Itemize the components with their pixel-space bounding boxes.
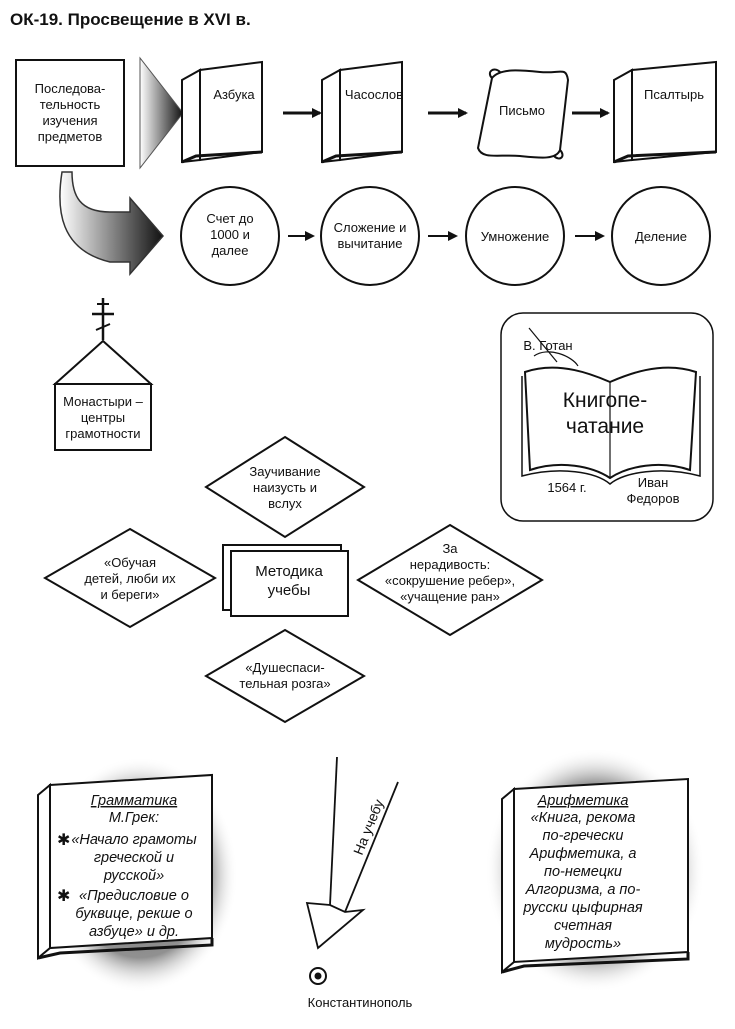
book-azbuka: Азбука xyxy=(181,60,263,164)
page-title: ОК-19. Просвещение в XVI в. xyxy=(10,10,251,29)
diamond-bottom-line-1: «Душеспаси- xyxy=(245,660,324,675)
arrow-to-constantinople: На учебу xyxy=(305,756,399,950)
circle-addition: Сложение и вычитание xyxy=(320,186,420,286)
grammar-line-6: азбуце» и др. xyxy=(89,924,179,940)
diamond-right-line-3: «сокрушение ребер», xyxy=(385,573,515,588)
book-label-1: Азбука xyxy=(213,87,255,102)
monastery-line-3: грамотности xyxy=(65,426,140,441)
city-label: Константинополь xyxy=(308,995,413,1010)
book-chasoslov: Часослов xyxy=(321,60,403,164)
printing-name-1: Иван xyxy=(638,475,669,490)
diamond-right-line-2: нерадивость: xyxy=(410,557,491,572)
arithmetic-line-3: Арифметика, а xyxy=(529,846,637,862)
sequence-box: Последова- тельность изучения предметов xyxy=(15,59,125,167)
sequence-line-1: Последова- xyxy=(35,81,106,96)
arithmetic-line-4: по-немецки xyxy=(544,864,622,880)
method-title-2: учебы xyxy=(268,582,311,599)
grammar-book: Грамматика М.Грек: ✱ «Начало грамоты гре… xyxy=(37,757,238,993)
diamond-left-line-2: детей, люби их xyxy=(84,571,176,586)
constantinople-marker: Константинополь xyxy=(308,967,413,1010)
diamond-top-line-2: наизусть и xyxy=(253,480,317,495)
book-label-4: Псалтырь xyxy=(644,87,704,102)
arithmetic-line-5: Алгоризма, а по- xyxy=(525,882,641,898)
bullet-2: ✱ xyxy=(57,888,70,905)
printing-year: 1564 г. xyxy=(547,480,586,495)
grammar-title: Грамматика xyxy=(91,793,177,809)
printing-name-2: Федоров xyxy=(626,491,679,506)
diamond-bottom: «Душеспаси- тельная розга» xyxy=(204,628,366,724)
crossed-name: В. Готан xyxy=(523,338,572,353)
printing-title-2: чатание xyxy=(566,415,644,438)
diamond-left-line-1: «Обучая xyxy=(104,555,156,570)
method-center-box: Методика учебы xyxy=(222,544,349,617)
arrow-label: На учебу xyxy=(350,797,387,857)
circle-1-line-2: 1000 и xyxy=(210,227,250,242)
grammar-line-3: русской» xyxy=(103,868,164,884)
strike-mark xyxy=(528,327,558,363)
method-title-1: Методика xyxy=(255,563,323,580)
circle-2-line-1: Сложение и xyxy=(334,220,407,235)
circle-4-line-1: Деление xyxy=(635,229,687,244)
circle-division: Деление xyxy=(611,186,711,286)
sequence-line-3: изучения xyxy=(42,113,97,128)
monastery-line-1: Монастыри – xyxy=(63,394,144,409)
book-label-3: Письмо xyxy=(499,103,545,118)
circle-counting: Счет до 1000 и далее xyxy=(180,186,280,286)
book-label-2: Часослов xyxy=(345,87,403,102)
circle-2-line-2: вычитание xyxy=(338,236,403,251)
scroll-pismo: Письмо xyxy=(476,68,570,160)
diamond-left: «Обучая детей, люби их и береги» xyxy=(42,527,218,629)
book-psaltyr: Псалтырь xyxy=(613,60,717,164)
diamond-left-line-3: и береги» xyxy=(100,587,159,602)
diamond-top-line-1: Заучивание xyxy=(249,464,320,479)
sequence-line-4: предметов xyxy=(38,129,103,144)
diamond-top-line-3: вслух xyxy=(268,496,302,511)
arithmetic-line-1: «Книга, рекома xyxy=(531,810,636,826)
grammar-line-5: буквице, рекше о xyxy=(75,906,192,922)
diamond-right-line-1: За xyxy=(442,541,458,556)
arithmetic-line-7: счетная xyxy=(554,918,612,934)
printing-panel: В. Готан Книгопе- чатание 1564 г. Иван Ф… xyxy=(500,312,714,522)
grammar-line-4: «Предисловие о xyxy=(79,888,189,904)
arithmetic-title: Арифметика xyxy=(537,793,629,809)
bullet-1: ✱ xyxy=(57,832,70,849)
grammar-author: М.Грек: xyxy=(109,810,159,826)
diamond-right-line-4: «учащение ран» xyxy=(400,589,500,604)
grammar-line-1: «Начало грамоты xyxy=(71,832,197,848)
diamond-right: За нерадивость: «сокрушение ребер», «уча… xyxy=(356,523,544,637)
diamond-bottom-line-2: тельная розга» xyxy=(239,676,330,691)
monastery-house: Монастыри – центры грамотности xyxy=(52,298,154,451)
big-arrow-right xyxy=(139,56,184,170)
arithmetic-line-8: мудрость» xyxy=(545,936,621,952)
circle-multiplication: Умножение xyxy=(465,186,565,286)
circle-1-line-3: далее xyxy=(212,243,249,258)
sequence-line-2: тельность xyxy=(40,97,101,112)
diamond-top: Заучивание наизусть и вслух xyxy=(204,435,366,539)
curved-arrow-right xyxy=(59,171,164,277)
arithmetic-line-6: русски цыфирная xyxy=(522,900,643,916)
printing-title-1: Книгопе- xyxy=(563,389,647,412)
monastery-line-2: центры xyxy=(81,410,125,425)
circle-1-line-1: Счет до xyxy=(206,211,253,226)
arithmetic-book: Арифметика «Книга, рекома по-гречески Ар… xyxy=(485,748,705,992)
circle-3-line-1: Умножение xyxy=(481,229,549,244)
arithmetic-line-2: по-гречески xyxy=(543,828,624,844)
grammar-line-2: греческой и xyxy=(94,850,174,866)
